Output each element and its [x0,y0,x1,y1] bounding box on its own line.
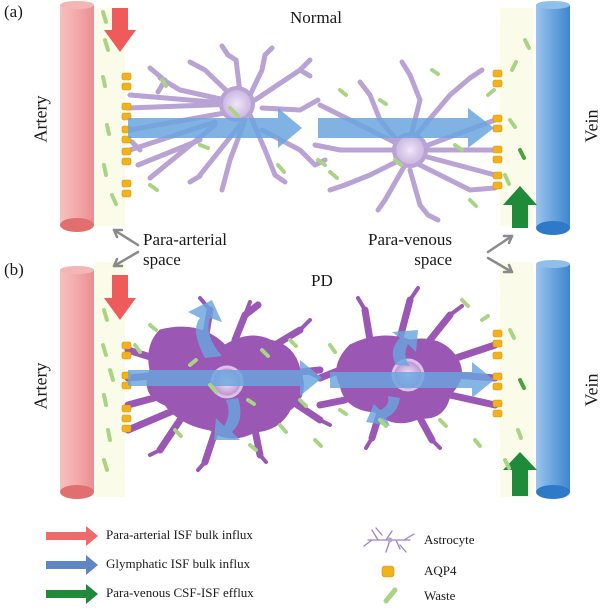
artery-a [60,1,94,232]
waste-icon [386,590,395,601]
artery-b [60,266,94,499]
para-venous-line1: Para-venous [368,230,452,250]
para-venous-line2: space [368,250,452,270]
para-arterial-line2: space [143,250,227,270]
panel-b-vein-label: Vein [582,367,600,407]
aqp4-icon [382,566,394,577]
panel-b-letter: (b) [4,260,24,280]
legend-waste-label: Waste [424,588,455,604]
para-arterial-line1: Para-arterial [143,230,227,250]
para-venous-space-label: Para-venous space [368,230,452,270]
legend-aqp4-label: AQP4 [424,563,457,579]
legend-green-label: Para-venous CSF-ISF efflux [106,585,254,601]
legend-astrocyte-label: Astrocyte [424,532,475,548]
vein-b [536,260,570,499]
panel-a-title: Normal [290,8,342,28]
legend-blue-label: Glymphatic ISF bulk influx [106,556,250,572]
aqp4-b-left [122,342,131,432]
para-arterial-space-label: Para-arterial space [143,230,227,270]
panel-a-vein-label: Vein [582,103,600,143]
panel-b-artery-label: Artery [31,356,52,410]
aqp4-b-right [493,330,502,417]
legend-red-arrow [46,526,98,546]
panel-a-artery-label: Artery [31,89,52,143]
legend-green-arrow [46,584,98,604]
astrocyte-icon [364,528,414,552]
vein-a [536,1,570,235]
panel-a-letter: (a) [4,2,23,22]
legend-red-label: Para-arterial ISF bulk influx [106,527,253,543]
panel-b-title: PD [311,271,333,291]
legend-blue-arrow [46,555,98,575]
